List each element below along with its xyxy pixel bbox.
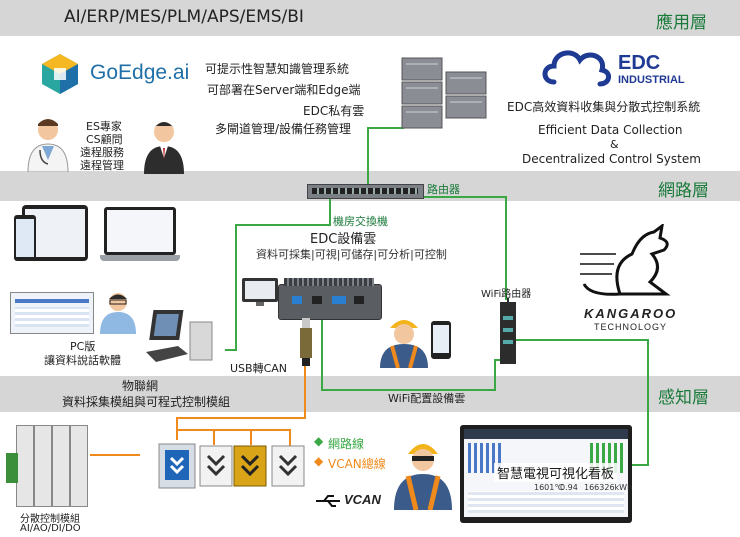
network-switch-icon: [307, 184, 424, 199]
feature-1: 可提示性智慧知識管理系統: [205, 62, 350, 76]
dashboard-title: 智慧電視可視化看板: [494, 463, 618, 482]
dashboard-value-1: 1601℃: [534, 483, 564, 492]
pc-label-line1: PC版: [70, 340, 96, 353]
operator-icon: [394, 444, 452, 510]
dist-module-label1: 分散控制模組: [20, 514, 80, 525]
vcan-logo-text: VCAN: [344, 492, 381, 507]
feature-4: 多閘道管理/設備任務管理: [215, 122, 352, 136]
dashboard-tv: 智慧電視可視化看板 1601℃ 0.94 166326kWh: [460, 425, 632, 523]
pc-user-icon: [100, 293, 136, 334]
vcan-module-2-icon: [233, 445, 267, 487]
vcan-module-3-icon: [271, 445, 305, 487]
edc-line2: Decentralized Control System: [522, 152, 701, 166]
router-label: 路由器: [427, 183, 460, 196]
legend-vcan-label: VCAN總線: [328, 457, 386, 471]
wifi-config-label: WiFi配置設備雲: [388, 392, 466, 405]
laptop-icon: [100, 207, 180, 265]
kangaroo-logo-line2: TECHNOLOGY: [594, 322, 668, 332]
edc-logo-line1: EDC: [618, 52, 661, 74]
edc-line1: Efficient Data Collection: [538, 123, 683, 137]
dist-module-label2: AI/AO/DI/DO: [20, 523, 81, 534]
iot-title: 物聯網: [122, 379, 159, 393]
application-systems-title: AI/ERP/MES/PLM/APS/EMS/BI: [64, 7, 304, 27]
dashboard-value-2: 0.94: [560, 483, 578, 492]
perception-layer-label: 感知層: [658, 388, 709, 408]
business-expert-icon: [144, 122, 184, 174]
edc-cloud-subtitle: 資料可採集|可視|可儲存|可分析|可控制: [256, 248, 447, 261]
feature-2: 可部署在Server端和Edge端: [207, 83, 361, 97]
edc-cloud-title: EDC設備雲: [310, 232, 377, 247]
pc-label-line2: 讓資料說話軟體: [44, 354, 121, 367]
kangaroo-logo-line1: KANGAROO: [584, 306, 678, 321]
edc-logo-line2: INDUSTRIAL: [618, 74, 685, 86]
wifi-to-dashboard-wire: [514, 339, 649, 466]
legend: ◆ 網路線 ◆ VCAN總線 VCAN: [314, 434, 404, 514]
monitor-icon: [242, 278, 278, 306]
expert-3: 遠程服務: [80, 146, 124, 159]
wifi-router-icon: [500, 298, 516, 364]
legend-vcan-bullet: ◆: [314, 454, 324, 468]
usb-can-label: USB轉CAN: [230, 362, 288, 375]
expert-4: 遠程管理: [80, 159, 124, 172]
iot-band: [0, 376, 740, 412]
edc-amp: &: [610, 138, 619, 151]
edc-subtitle: EDC高效資料收集與分散式控制系統: [507, 100, 701, 114]
expert-2: CS顧問: [86, 133, 123, 146]
switch-to-edc-wire: [225, 197, 331, 351]
vcan-hub-icon: [158, 443, 196, 489]
legend-network-bullet: ◆: [314, 434, 324, 448]
edc-gateway-icon: [278, 278, 382, 322]
network-layer-label: 網路層: [658, 181, 709, 201]
edc-down-wire: [321, 320, 505, 391]
application-band: [0, 0, 740, 36]
expert-1: ES專家: [86, 120, 122, 133]
iot-subtitle: 資料採集模組與可程式控制模組: [62, 395, 231, 409]
goedge-cube-icon: [42, 54, 78, 94]
goedge-logo-text: GoEdge.ai: [90, 61, 190, 84]
tablet-phone-icon: [14, 205, 92, 265]
feature-3: EDC私有雲: [303, 104, 365, 118]
usb-can-adapter-icon: [300, 318, 312, 366]
switch-label: 機房交換機: [333, 215, 388, 228]
distributed-control-modules-icon: [6, 425, 92, 507]
server-rack-icon: [401, 57, 487, 129]
vcan-module-1-icon: [199, 445, 233, 487]
wifi-router-label: WiFi路由器: [481, 289, 532, 300]
technician-icon: [380, 320, 428, 368]
goedge-logo: GoEdge.ai: [40, 52, 190, 96]
dashboard-value-3: 166326kWh: [584, 483, 633, 492]
doctor-expert-icon: [27, 119, 69, 172]
switch-to-wifi-wire: [420, 196, 507, 300]
server-to-switch-wire: [367, 127, 404, 185]
pc-software-screenshot: [10, 292, 94, 334]
application-layer-label: 應用層: [656, 13, 707, 33]
desktop-pc-icon: [146, 310, 213, 362]
legend-network-label: 網路線: [328, 437, 365, 451]
edc-cloud-icon: [542, 50, 611, 87]
kangaroo-logo-icon: [580, 224, 671, 296]
usb-trident-icon: [316, 495, 340, 507]
edc-industrial-logo: EDC INDUSTRIAL: [540, 40, 720, 95]
smartphone-icon: [431, 321, 451, 359]
